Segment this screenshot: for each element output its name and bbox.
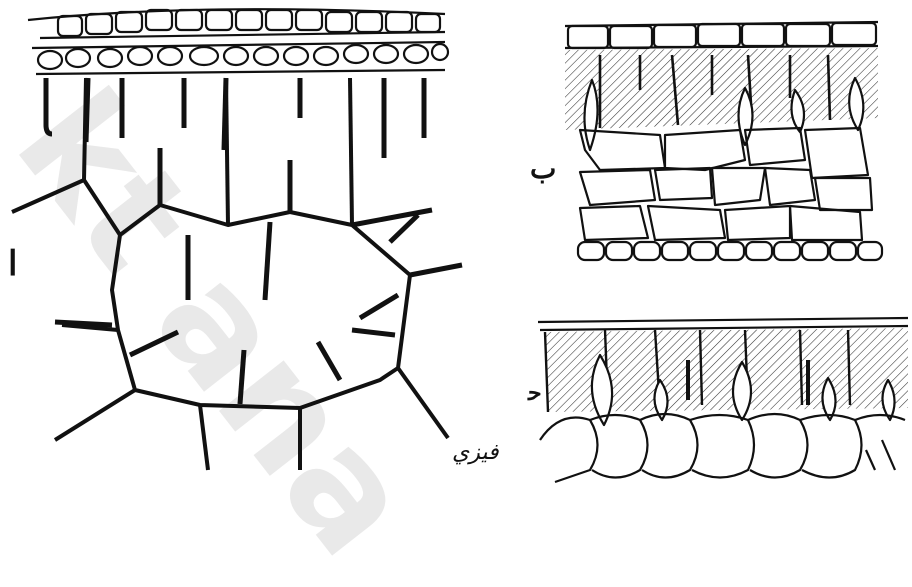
panel-c-drawing bbox=[538, 318, 908, 482]
panel-a-label: ا bbox=[8, 244, 17, 284]
panel-b-drawing bbox=[565, 22, 882, 260]
panel-c-parenchyma-cells bbox=[540, 414, 905, 482]
panel-b-lower-epidermis bbox=[578, 242, 882, 260]
anatomy-figure bbox=[0, 0, 912, 486]
panel-b-label: ب bbox=[530, 152, 556, 185]
panel-c-label: ﺣ bbox=[528, 380, 542, 406]
panel-a-pegs bbox=[46, 78, 424, 158]
panel-b-epidermis-cells bbox=[568, 23, 876, 48]
artist-signature: فيزي bbox=[452, 440, 499, 465]
panel-a-drawing bbox=[12, 9, 462, 470]
panel-b-spongy-cells bbox=[580, 128, 872, 240]
